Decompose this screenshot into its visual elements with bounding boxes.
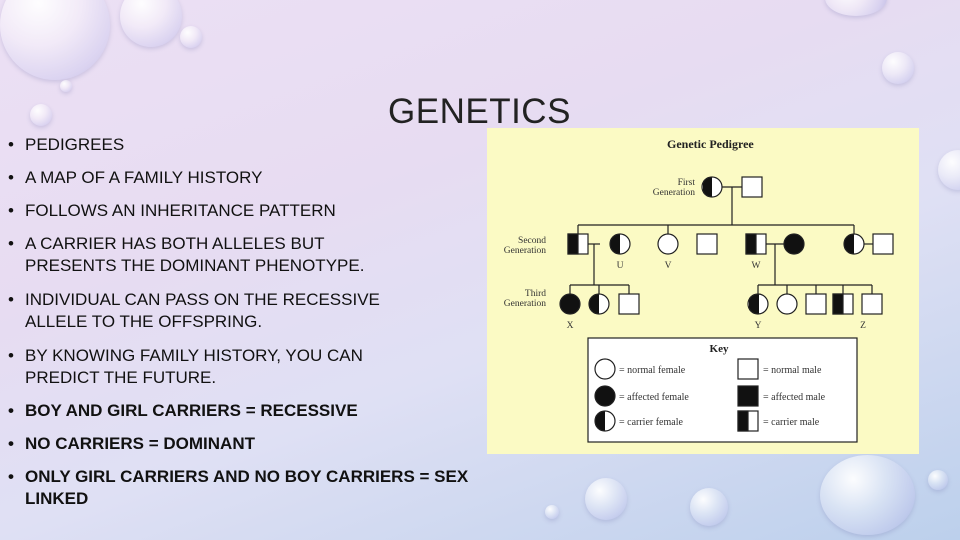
first-gen-carrier-female-fill	[703, 177, 712, 197]
bullet-item: A CARRIER HAS BOTH ALLELES BUT PRESENTS …	[8, 233, 385, 277]
individual-label-y: Y	[755, 321, 762, 331]
bullet-item: BOY AND GIRL CARRIERS = RECESSIVE	[8, 400, 478, 422]
second-gen-normal-female-v	[657, 233, 679, 255]
pedigree-title: Genetic Pedigree	[667, 137, 754, 151]
third-gen-normal-male-2	[805, 293, 827, 315]
water-drop-decoration	[180, 26, 202, 48]
key-carrier-female-label: = carrier female	[619, 417, 683, 428]
water-drop-decoration	[690, 488, 728, 526]
third-gen-carrier-female-fill	[589, 294, 599, 314]
individual-label-u: U	[617, 261, 624, 271]
water-drop-decoration	[30, 104, 52, 126]
first-gen-normal-male	[741, 176, 763, 198]
key-normal-male-label: = normal male	[763, 365, 822, 376]
individual-label-w: W	[752, 261, 761, 271]
second-gen-carrier-female-fill	[844, 234, 854, 254]
pedigree-svg: Genetic Pedigree First Generation Second…	[504, 137, 894, 443]
water-drop-decoration	[928, 470, 948, 490]
key-carrier-female-icon-fill	[595, 411, 605, 431]
third-gen-normal-male	[618, 293, 640, 315]
water-drop-decoration	[60, 80, 72, 92]
key-affected-female-label: = affected female	[619, 392, 689, 403]
generation-label-second: Second	[518, 236, 546, 246]
individual-label-z: Z	[860, 321, 866, 331]
bullet-item: INDIVIDUAL CAN PASS ON THE RECESSIVE ALL…	[8, 289, 435, 333]
generation-label-first-2: Generation	[653, 188, 695, 198]
third-gen-carrier-female-y-fill	[749, 294, 759, 314]
second-gen-affected-female	[783, 233, 805, 255]
water-drop-decoration	[545, 505, 559, 519]
pedigree-figure: Genetic Pedigree First Generation Second…	[487, 128, 919, 454]
second-gen-carrier-male-fill	[567, 233, 579, 255]
key-affected-female-icon	[594, 385, 616, 407]
water-drop-decoration	[825, 0, 887, 16]
second-gen-normal-male	[696, 233, 718, 255]
second-gen-carrier-male-w-fill	[745, 233, 757, 255]
bullet-item: ONLY GIRL CARRIERS AND NO BOY CARRIERS =…	[8, 466, 475, 510]
water-drop-decoration	[882, 52, 914, 84]
bullet-item: PEDIGREES	[8, 134, 478, 156]
key-normal-male-icon	[737, 358, 759, 380]
third-gen-normal-male-z	[861, 293, 883, 315]
generation-label-third: Third	[525, 289, 546, 299]
generation-label-third-2: Generation	[504, 299, 546, 309]
water-drop-decoration	[585, 478, 627, 520]
third-gen-normal-female	[776, 293, 798, 315]
water-drop-decoration	[820, 455, 915, 535]
generation-label-second-2: Generation	[504, 246, 546, 256]
individual-label-v: V	[665, 261, 672, 271]
key-title: Key	[710, 343, 729, 355]
key-affected-male-label: = affected male	[763, 392, 826, 403]
second-gen-normal-male-2	[872, 233, 894, 255]
key-affected-male-icon	[737, 385, 759, 407]
bullet-item: BY KNOWING FAMILY HISTORY, YOU CAN PREDI…	[8, 345, 435, 389]
slide-title: GENETICS	[388, 92, 571, 131]
third-gen-affected-female-x	[559, 293, 581, 315]
key-carrier-male-label: = carrier male	[763, 417, 820, 428]
key-normal-female-label: = normal female	[619, 365, 686, 376]
generation-label-first: First	[678, 178, 696, 188]
key-normal-female-icon	[594, 358, 616, 380]
water-drop-decoration	[0, 0, 110, 80]
key-carrier-male-icon-fill	[737, 410, 749, 432]
third-gen-carrier-male-fill	[832, 293, 844, 315]
second-gen-carrier-female-u-fill	[610, 234, 620, 254]
water-drop-decoration	[938, 150, 960, 190]
pedigree-connector-lines	[569, 186, 873, 294]
bullet-item: NO CARRIERS = DOMINANT	[8, 433, 478, 455]
key-box	[587, 337, 858, 443]
water-drop-decoration	[120, 0, 182, 47]
bullet-item: FOLLOWS AN INHERITANCE PATTERN	[8, 200, 478, 222]
bullet-item: A MAP OF A FAMILY HISTORY	[8, 167, 478, 189]
individual-label-x: X	[567, 321, 574, 331]
bullet-list: PEDIGREES A MAP OF A FAMILY HISTORY FOLL…	[8, 134, 478, 510]
